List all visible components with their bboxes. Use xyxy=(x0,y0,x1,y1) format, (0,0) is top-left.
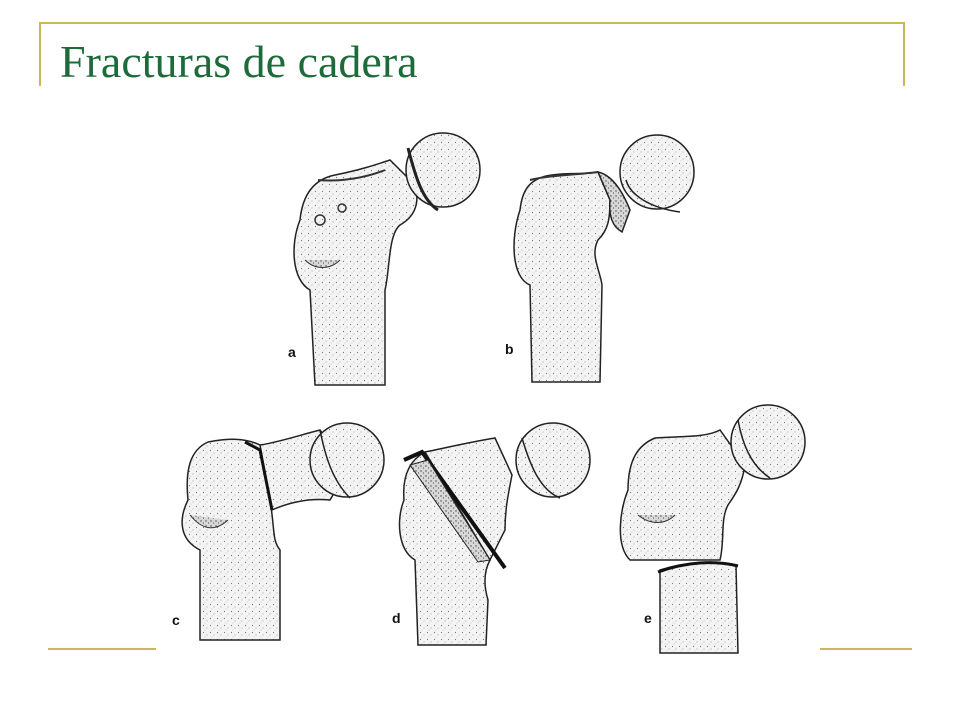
hip-fracture-illustration: a b c d xyxy=(160,120,820,665)
panel-label-b: b xyxy=(505,341,514,357)
panel-label-c: c xyxy=(172,612,180,628)
femur-panel-b: b xyxy=(505,134,695,383)
femur-drawings-svg: a b c d xyxy=(172,132,806,654)
femur-panel-d: d xyxy=(392,422,591,646)
slide-title: Fracturas de cadera xyxy=(60,36,418,87)
panel-label-e: e xyxy=(644,610,652,626)
title-frame-left-line xyxy=(39,22,41,86)
femur-panel-a: a xyxy=(288,132,481,386)
femur-panel-e: e xyxy=(619,404,806,654)
title-frame-top-line xyxy=(40,22,905,24)
footer-left-line xyxy=(48,648,156,650)
panel-label-a: a xyxy=(288,344,296,360)
panel-label-d: d xyxy=(392,610,401,626)
title-frame-right-line xyxy=(903,22,905,86)
footer-right-line xyxy=(820,648,912,650)
femur-panel-c: c xyxy=(172,422,385,641)
